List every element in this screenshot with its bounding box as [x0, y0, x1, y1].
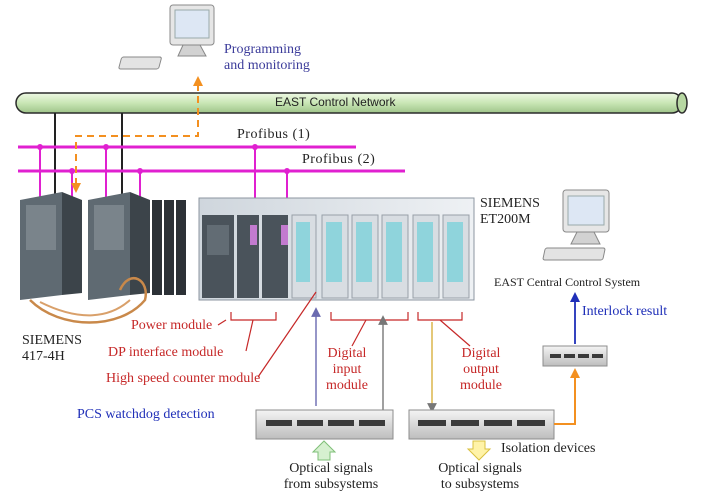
central-workstation-icon	[542, 189, 610, 261]
optical-from-label: Optical signals from subsystems	[283, 461, 379, 493]
interlock-result-label: Interlock result	[582, 304, 668, 319]
et200m-rack	[198, 197, 475, 301]
digital-input-label: Digital input module	[326, 346, 368, 394]
isolation-device-left	[255, 409, 394, 440]
optical-in-arrow	[311, 440, 337, 461]
programming-workstation-icon	[118, 4, 215, 70]
east-control-network-bus	[15, 92, 688, 114]
pcs-watchdog-label: PCS watchdog detection	[77, 407, 215, 422]
profibus-2-label: Profibus (2)	[302, 152, 376, 167]
isolation-devices-label: Isolation devices	[501, 441, 596, 456]
power-module-label: Power module	[131, 318, 213, 333]
dp-interface-label: DP interface module	[108, 345, 224, 360]
programming-label: Programming and monitoring	[224, 42, 310, 74]
isolation-device-right	[408, 409, 555, 440]
central-control-label: EAST Central Control System	[494, 275, 641, 289]
optical-out-arrow	[466, 440, 492, 461]
high-speed-counter-label: High speed counter module	[106, 371, 261, 386]
optical-to-label: Optical signals to subsystems	[438, 461, 522, 493]
east-control-network-label: EAST Control Network	[275, 95, 396, 109]
siemens-417-4h-plc	[20, 192, 186, 324]
digital-output-label: Digital output module	[460, 346, 502, 394]
siemens-et200m-label: SIEMENS ET200M	[480, 196, 540, 228]
isolation-device-interlock	[542, 345, 608, 367]
profibus-1-label: Profibus (1)	[237, 127, 311, 142]
programming-link-arrow	[75, 84, 199, 185]
siemens-417-label: SIEMENS 417-4H	[22, 333, 82, 365]
